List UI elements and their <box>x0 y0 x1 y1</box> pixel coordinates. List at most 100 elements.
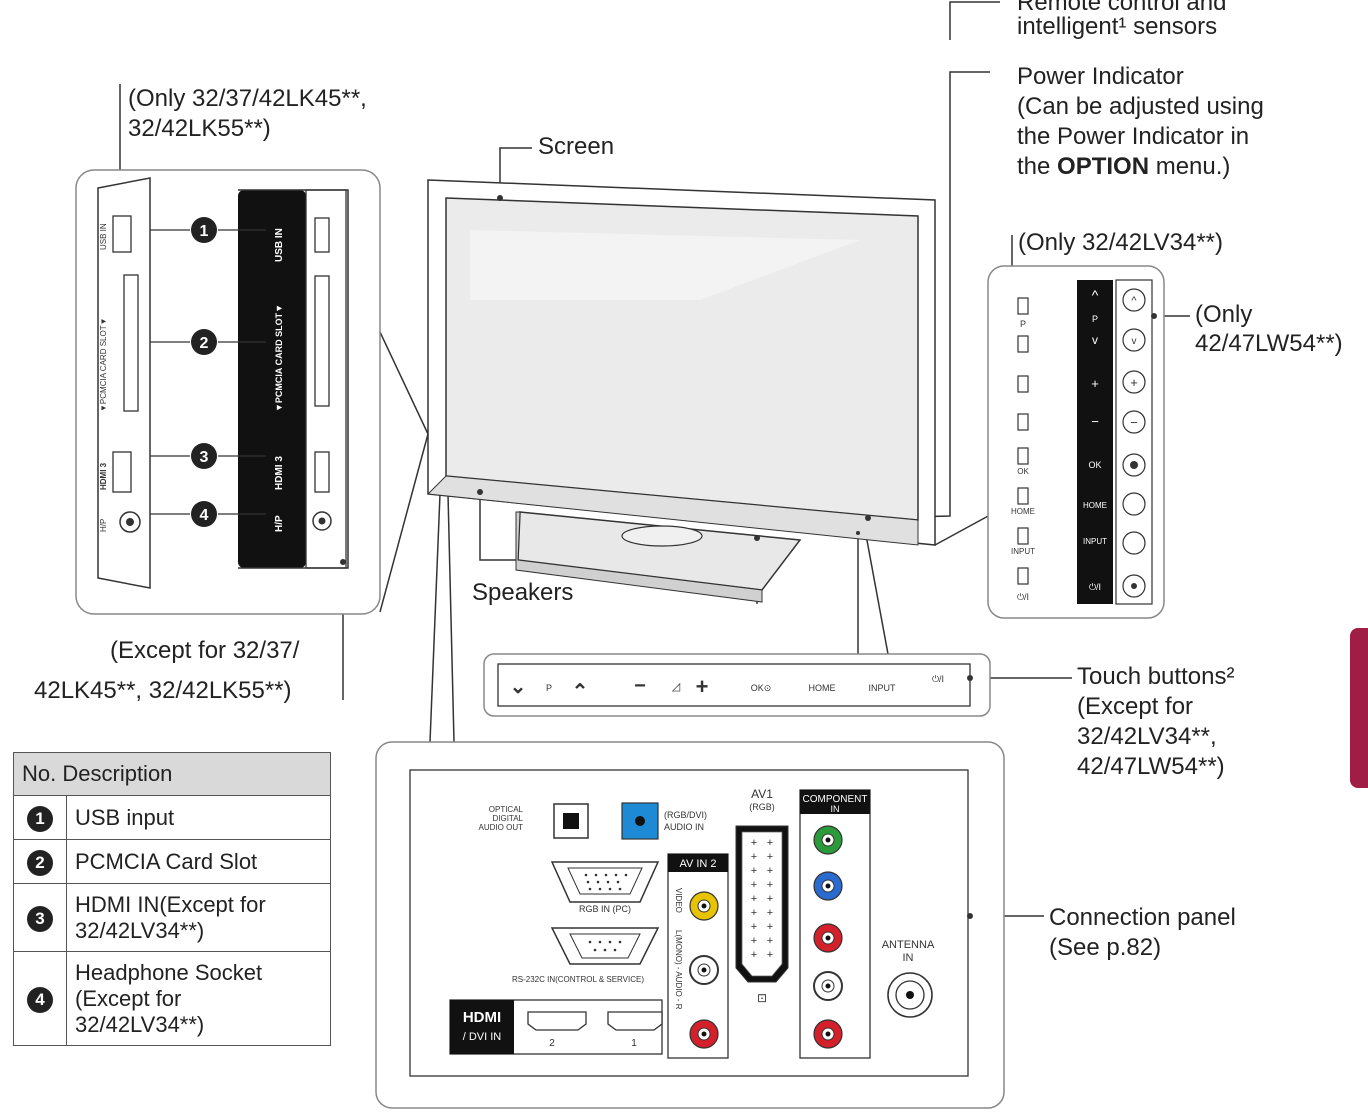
svg-text:+: + <box>751 865 757 877</box>
svg-text:+: + <box>751 879 757 891</box>
row-desc: USB input <box>66 795 331 840</box>
hp-label-left: H/P <box>99 519 108 532</box>
svg-text:AUDIO IN: AUDIO IN <box>664 822 704 832</box>
svg-text:+: + <box>767 851 773 863</box>
svg-text:◿: ◿ <box>672 681 681 693</box>
svg-text:⌃: ⌃ <box>572 681 589 703</box>
svg-text:INPUT: INPUT <box>869 683 897 693</box>
remote-sensor-label: Remote control and <box>1017 0 1227 16</box>
svg-text:⏻/I: ⏻/I <box>1089 582 1101 592</box>
svg-text:+: + <box>1091 376 1099 391</box>
svg-text:^: ^ <box>1131 295 1137 307</box>
row-desc: PCMCIA Card Slot <box>66 839 331 884</box>
power-indicator-label: Power Indicator <box>1017 63 1184 90</box>
svg-text:OK: OK <box>1017 467 1029 476</box>
svg-text:−: − <box>1091 414 1099 429</box>
svg-text:P: P <box>546 683 552 693</box>
svg-text:1: 1 <box>631 1038 637 1049</box>
svg-text:VIDEO: VIDEO <box>674 888 683 913</box>
table-header-row: No. Description <box>13 752 331 796</box>
svg-text:(RGB/DVI): (RGB/DVI) <box>664 810 707 820</box>
svg-text:+: + <box>767 879 773 891</box>
marker-2 <box>191 329 217 355</box>
svg-text:/ DVI IN: / DVI IN <box>463 1031 502 1043</box>
side-input-panel: USB IN ▼PCMCIA CARD SLOT▼ HDMI 3 H/P USB… <box>75 169 381 615</box>
marker-4 <box>191 501 217 527</box>
svg-text:⌄: ⌄ <box>510 676 527 698</box>
svg-text:+: + <box>767 935 773 947</box>
svg-text:IN: IN <box>831 804 840 814</box>
touch-buttons-label: Touch buttons² <box>1077 663 1235 690</box>
hdmi3-label-left: HDMI 3 <box>99 462 108 490</box>
svg-text:INPUT: INPUT <box>1083 537 1107 546</box>
hp-label: H/P <box>274 515 285 532</box>
only-lv34-label: (Only 32/42LV34**) <box>1018 229 1224 256</box>
svg-text:OK⊙: OK⊙ <box>751 683 772 693</box>
only-lk-label: (Only 32/37/42LK45**, <box>128 85 367 112</box>
power-indicator-note-2: the Power Indicator in <box>1017 123 1250 150</box>
button-panel-callout: P OK HOME INPUT ⏻/I P ^ v + − OK HOME IN… <box>987 265 1165 619</box>
usb-in-label: USB IN <box>274 228 285 262</box>
svg-text:+: + <box>696 674 709 699</box>
svg-text:AV1: AV1 <box>751 787 773 801</box>
screen-label: Screen <box>538 133 615 160</box>
button-panel-black <box>1077 280 1113 604</box>
remote-sensor-label-2: intelligent¹ sensors <box>1017 13 1218 40</box>
svg-text:+: + <box>751 837 757 849</box>
svg-text:RGB IN (PC): RGB IN (PC) <box>579 904 631 914</box>
row-number-2: 2 <box>27 849 53 876</box>
col-header-description: Description <box>62 761 173 786</box>
svg-text:v: v <box>1092 333 1098 347</box>
svg-text:⏻/I: ⏻/I <box>1017 592 1029 602</box>
svg-text:3: 3 <box>200 449 209 466</box>
touch-buttons-note-2: 32/42LV34**, <box>1077 723 1217 750</box>
svg-text:+: + <box>751 893 757 905</box>
power-indicator-note-1: (Can be adjusted using <box>1017 93 1264 120</box>
hdmi3-label: HDMI 3 <box>274 456 285 490</box>
svg-text:4: 4 <box>200 507 209 524</box>
svg-text:+: + <box>751 907 757 919</box>
svg-text:AV IN 2: AV IN 2 <box>679 858 716 870</box>
svg-text:+: + <box>767 837 773 849</box>
except-lk-label: (Except for 32/37/ <box>110 637 300 664</box>
svg-text:+: + <box>767 865 773 877</box>
svg-text:RS-232C IN(CONTROL & SERVICE): RS-232C IN(CONTROL & SERVICE) <box>512 975 644 984</box>
svg-text:P: P <box>1092 314 1098 324</box>
svg-text:(RGB): (RGB) <box>749 802 775 812</box>
svg-text:L(MONO) - AUDIO - R: L(MONO) - AUDIO - R <box>674 930 683 1010</box>
number-markers: 1 2 3 4 <box>191 217 217 527</box>
svg-text:HDMI: HDMI <box>463 1009 501 1026</box>
touch-buttons-note-3: 42/47LW54**) <box>1077 753 1225 780</box>
connection-panel-label: Connection panel <box>1049 904 1236 931</box>
side-panel-black <box>238 190 306 568</box>
connection-panel-page-ref: (See p.82) <box>1049 934 1162 961</box>
connection-panel: OPTICAL DIGITAL AUDIO OUT (RGB/DVI) AUDI… <box>375 741 1005 1109</box>
svg-text:+: + <box>1130 375 1138 390</box>
svg-text:+: + <box>751 935 757 947</box>
only-lk-label-2: 32/42LK55**) <box>128 115 271 142</box>
touch-button-bar: ⌄ P ⌃ − ◿ + OK⊙ HOME INPUT ⏻/I <box>483 653 991 717</box>
svg-text:+: + <box>751 921 757 933</box>
svg-text:2: 2 <box>549 1038 555 1049</box>
svg-text:OPTICAL: OPTICAL <box>489 805 524 814</box>
svg-text:1: 1 <box>200 223 209 240</box>
svg-text:+: + <box>767 907 773 919</box>
only-lw54-label-2: 42/47LW54**) <box>1195 330 1343 357</box>
hdmi3-port-left <box>112 451 132 493</box>
svg-text:−: − <box>1130 415 1138 430</box>
svg-text:+: + <box>767 949 773 961</box>
usb-port-left <box>112 215 132 253</box>
svg-text:HOME: HOME <box>1083 501 1107 510</box>
svg-text:⊡: ⊡ <box>757 991 767 1005</box>
description-table: No. Description 1 USB input 2 PCMCIA Car… <box>13 752 331 1046</box>
svg-text:+: + <box>751 851 757 863</box>
svg-text:+: + <box>767 893 773 905</box>
table-row: 2 PCMCIA Card Slot <box>13 839 331 884</box>
hdmi-port-1 <box>607 1011 663 1031</box>
pcmcia-label: ▼PCMCIA CARD SLOT▼ <box>274 304 284 412</box>
